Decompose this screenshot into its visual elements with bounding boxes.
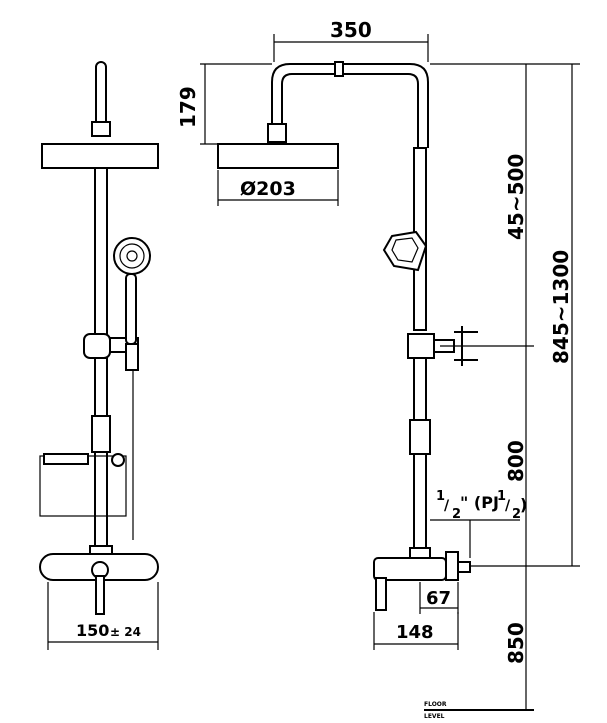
floor-label-1: FLOOR [424,701,447,708]
mixer-projection-label: 148 [396,622,434,643]
side-mixer-body [373,557,447,581]
overall-height-label: 845~1300 [549,250,573,364]
side-mixer-inlet [457,561,471,573]
side-wall-bracket [407,333,435,359]
side-mixer-wall-plate [445,551,459,581]
side-overhead-arm-inner [281,73,419,148]
inlet-size-f: / [505,498,511,514]
side-hand-shower-face [391,237,419,263]
side-hand-shower [382,230,428,272]
front-hand-shower-holder [125,343,139,371]
centers-label: 150 [76,621,109,640]
side-arm-joint [334,61,344,77]
inlet-size-b: / [444,498,450,514]
front-wall-bracket [83,333,111,359]
front-diverter-knob [111,453,125,467]
arm-span-dim-lines [273,34,429,62]
front-shower-head [41,143,159,169]
inlet-size-a: 1 [436,489,445,504]
front-view: 150 ± 24 [39,61,159,650]
inlet-size-d: " (PJ [460,493,499,512]
centers-tolerance-label: ± 24 [110,625,141,639]
front-hand-shower-center [126,250,138,262]
inlet-projection-dim-lines [419,582,459,614]
front-rod-joint [91,415,111,453]
head-diameter-label: Ø203 [240,178,296,200]
front-hand-shower-handle [125,273,137,345]
head-drop-dim-lines [200,63,272,145]
front-centers-dim-lines [47,582,159,650]
side-rod-joint [409,419,431,455]
front-hand-shower-face [119,243,145,269]
mixer-height-label: 850 [504,622,528,664]
front-upper-rod [94,167,108,345]
inlet-size-g: 2 [512,507,521,522]
head-drop-label: 179 [176,86,200,128]
arm-span-label: 350 [330,18,372,42]
front-mixer-lever [95,575,105,615]
inlet-size-e: 1 [497,489,506,504]
height-dimensions: 45~500 845~1300 800 850 FLOOR LEVEL [424,63,580,720]
inlet-leader-line [430,519,520,558]
front-head-connector [91,121,111,137]
bracket-height-label: 800 [504,440,528,482]
inlet-projection-label: 67 [426,588,451,609]
head-diameter-dim-lines [217,170,339,206]
mixer-projection-dim-lines [373,612,459,650]
front-lower-rod [94,357,108,551]
side-mixer-lever [375,577,387,611]
side-view: 350 179 Ø203 1 / 2 " (PJ 1 / 2 ) [176,18,527,650]
inlet-size-c: 2 [452,507,461,522]
floor-label-2: LEVEL [424,713,445,720]
inlet-size-h: ) [520,495,527,514]
side-head-connector [267,123,287,143]
head-adjust-label: 45~500 [504,154,528,240]
side-shower-head [217,143,339,169]
front-diverter-arm [43,453,89,465]
